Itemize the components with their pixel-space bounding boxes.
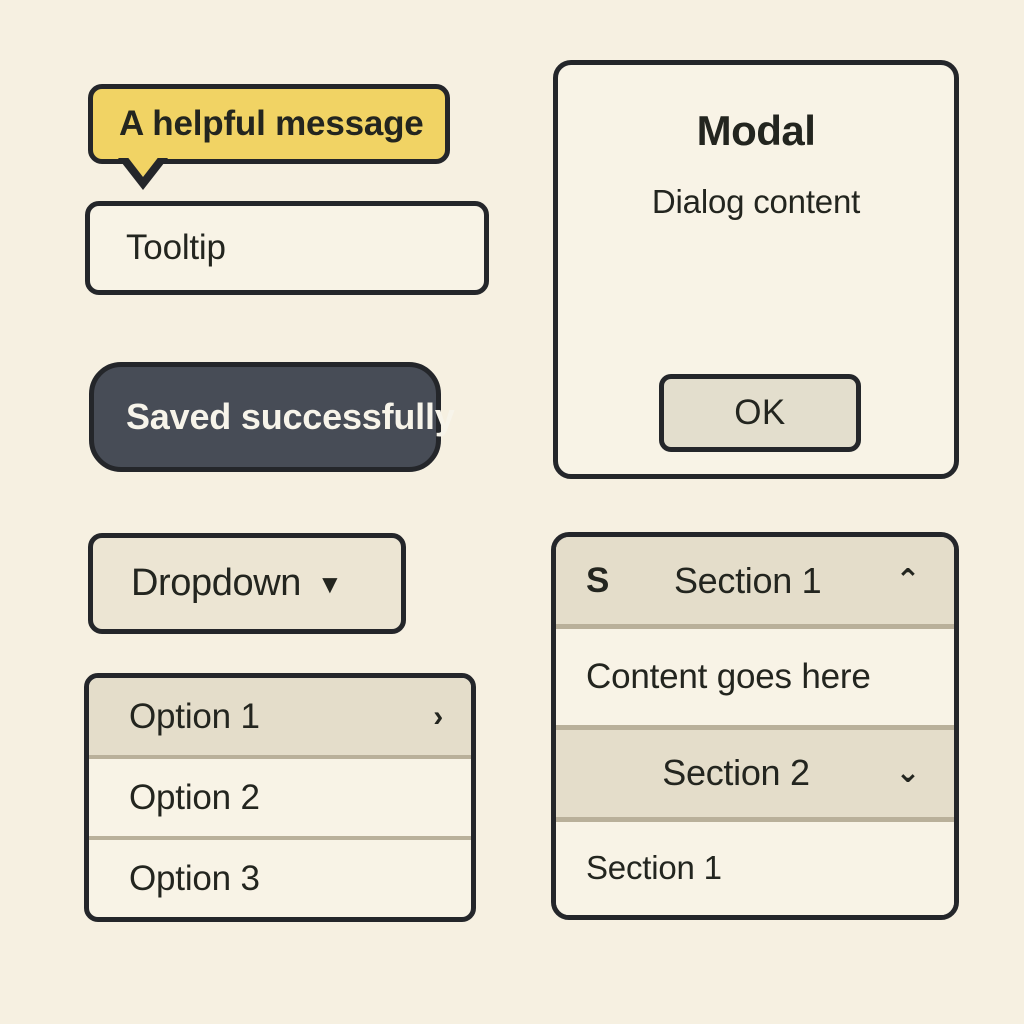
menu-item-label: Option 2 xyxy=(129,777,260,817)
dropdown-button-label: Dropdown xyxy=(131,562,302,604)
dropdown-button[interactable]: Dropdown ▼ xyxy=(88,533,406,634)
accordion-panel-section-1: Content goes here xyxy=(556,629,954,730)
tooltip-pointer-fill xyxy=(126,155,160,177)
accordion-panel-text: Section 1 xyxy=(586,849,722,887)
accordion-title-label: Section 2 xyxy=(662,752,810,793)
tooltip-bubble: A helpful message xyxy=(88,84,450,164)
modal-dialog: Modal Dialog content OK xyxy=(553,60,959,479)
toast-message: Saved successfully xyxy=(126,396,455,437)
modal-ok-button[interactable]: OK xyxy=(659,374,861,452)
chevron-down-icon: ▼ xyxy=(317,568,343,599)
menu-item-option-3[interactable]: Option 3 xyxy=(89,840,471,917)
tooltip-target-label: Tooltip xyxy=(126,228,226,267)
toast-notification[interactable]: Saved successfully xyxy=(89,362,455,472)
modal-title: Modal xyxy=(696,107,816,154)
accordion-panel-section-2: Section 1 xyxy=(556,821,954,915)
accordion-header-section-1[interactable]: S Section 1 ⌃ xyxy=(556,537,954,629)
tooltip-bubble-text: A helpful message xyxy=(119,104,424,143)
tooltip-target-field[interactable]: Tooltip xyxy=(85,201,489,295)
menu-item-option-1[interactable]: Option 1 › xyxy=(89,678,471,759)
accordion-title-label: Section 1 xyxy=(673,559,822,601)
menu-item-label: Option 1 xyxy=(129,696,260,736)
chevron-right-icon: › xyxy=(433,699,443,733)
accordion-lead-glyph: S xyxy=(586,560,610,600)
dropdown-menu: Option 1 › Option 2 Option 3 xyxy=(84,673,476,922)
accordion: S Section 1 ⌃ Content goes here Section … xyxy=(551,532,959,920)
menu-item-label: Option 3 xyxy=(129,858,260,898)
chevron-down-icon: ⌄ xyxy=(895,756,921,789)
accordion-header-section-2[interactable]: Section 2 ⌄ xyxy=(556,729,954,822)
menu-item-option-2[interactable]: Option 2 xyxy=(89,759,471,840)
modal-body-text: Dialog content xyxy=(651,183,861,220)
accordion-panel-text: Content goes here xyxy=(586,656,871,696)
chevron-up-icon: ⌃ xyxy=(895,563,921,597)
